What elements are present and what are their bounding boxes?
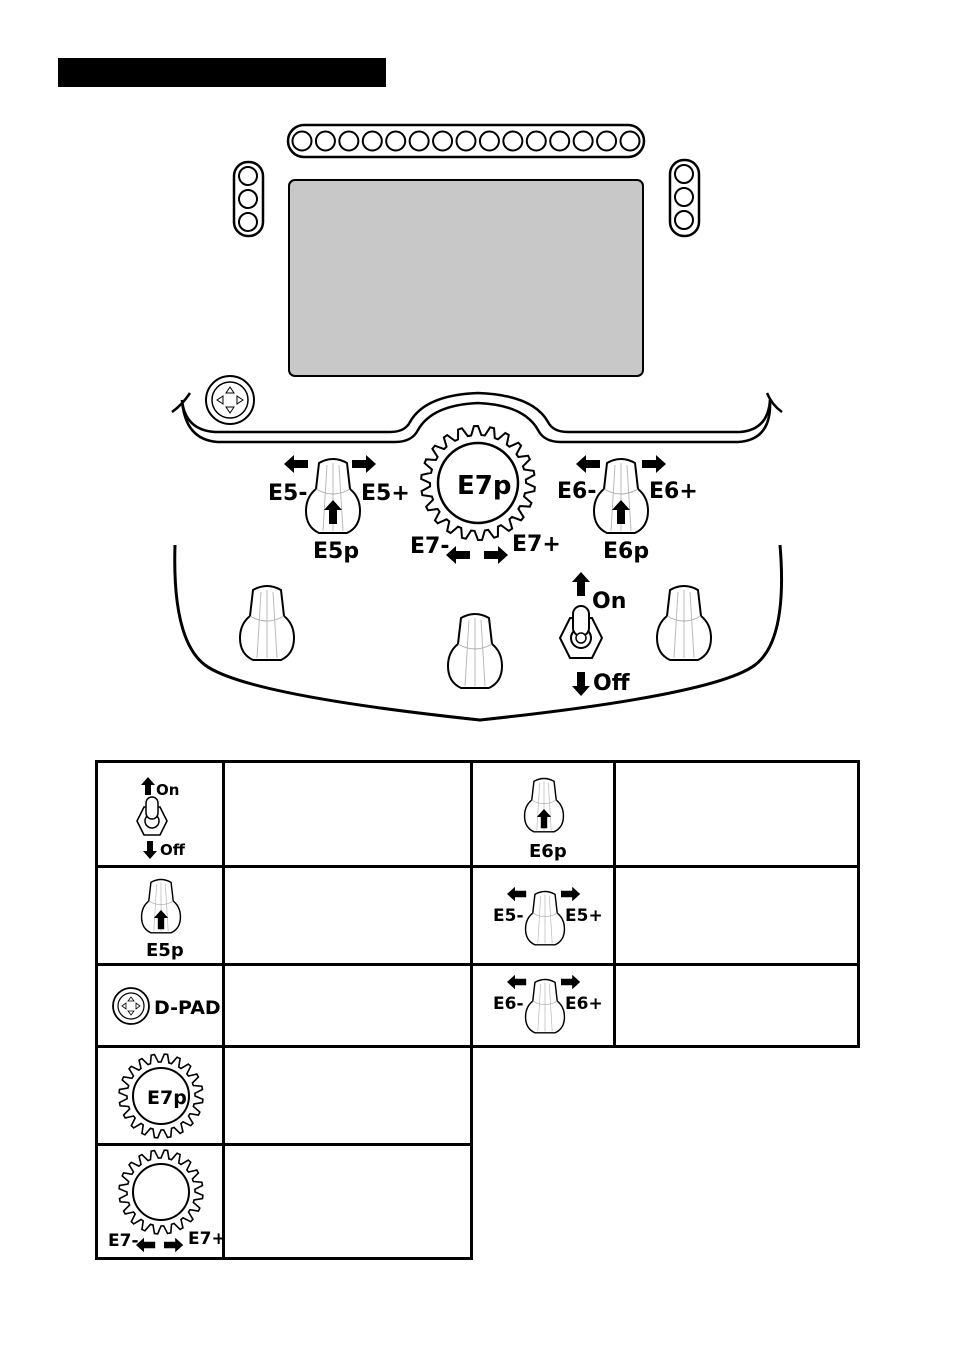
legend-e7p-label: E7p: [147, 1087, 187, 1109]
side-led: [674, 210, 694, 230]
top-led: [361, 130, 383, 152]
top-led: [478, 130, 500, 152]
top-led: [291, 130, 313, 152]
legend-desc-e6-lever: [613, 963, 860, 1048]
left-led-column: [238, 166, 258, 232]
legend-table: On Off E6p E5p: [95, 760, 860, 1260]
steering-wheel-diagram: E5- E5+ E5p E7p E7- E7+ E6- E6+ E6p On O…: [171, 123, 784, 722]
legend-icon-e5-lever: E5- E5+: [470, 865, 616, 966]
legend-e6p-label: E6p: [529, 841, 567, 862]
display-screen: [288, 179, 644, 377]
off-label: Off: [593, 671, 631, 696]
e7-rotary-encoder[interactable]: [420, 424, 536, 542]
legend-e6-minus-label: E6-: [493, 994, 524, 1014]
e5-plus-label: E5+: [361, 481, 410, 506]
legend-icon-e5p: E5p: [95, 865, 225, 966]
legend-desc-e5-lever: [613, 865, 860, 966]
legend-on-label: On: [156, 781, 179, 799]
legend-desc-dpad: [222, 963, 473, 1048]
side-led: [238, 166, 258, 186]
side-led: [238, 212, 258, 232]
legend-desc-e7p: [222, 1045, 473, 1146]
off-arrow-icon: [572, 672, 590, 696]
legend-desc-e7-rotary: [222, 1143, 473, 1260]
e7-plus-arrow-icon: [484, 546, 508, 564]
legend-off-label: Off: [160, 841, 186, 859]
top-led: [572, 130, 594, 152]
top-led: [596, 130, 618, 152]
top-led: [314, 130, 336, 152]
lower-right-knob[interactable]: [656, 585, 712, 661]
top-led: [455, 130, 477, 152]
legend-dpad-label: D-PAD: [154, 997, 221, 1019]
top-led: [619, 130, 641, 152]
lower-body-outline: [173, 544, 784, 722]
e7p-label: E7p: [457, 471, 511, 501]
legend-e7-minus-label: E7-: [108, 1231, 139, 1251]
on-label: On: [592, 589, 626, 614]
legend-icon-e7-rotary: E7- E7+: [95, 1143, 225, 1260]
top-led: [408, 130, 430, 152]
side-led: [674, 187, 694, 207]
e6-minus-arrow-icon: [576, 455, 600, 473]
legend-icon-e6-lever: E6- E6+: [470, 963, 616, 1048]
legend-e5-plus-label: E5+: [565, 906, 603, 926]
section-title-bar: [58, 58, 386, 87]
side-led: [238, 189, 258, 209]
legend-icon-e6p: E6p: [470, 760, 616, 868]
legend-desc-e5p: [222, 865, 473, 966]
dpad-icon[interactable]: [205, 375, 255, 425]
legend-e7-plus-label: E7+: [188, 1229, 225, 1249]
legend-icon-e7p: E7p: [95, 1045, 225, 1146]
top-led: [432, 130, 454, 152]
legend-icon-dpad: D-PAD: [95, 963, 225, 1048]
e6-minus-label: E6-: [557, 479, 596, 504]
e5-minus-label: E5-: [268, 481, 307, 506]
e5-plus-arrow-icon: [352, 455, 376, 473]
lower-left-knob[interactable]: [239, 585, 295, 661]
lower-center-knob[interactable]: [447, 613, 503, 689]
toggle-switch[interactable]: [558, 605, 604, 659]
e6-plus-label: E6+: [649, 479, 698, 504]
legend-e5p-label: E5p: [146, 940, 184, 961]
top-led: [385, 130, 407, 152]
e5p-label: E5p: [313, 539, 359, 564]
top-led: [549, 130, 571, 152]
legend-e6-plus-label: E6+: [565, 994, 603, 1014]
e7-minus-arrow-icon: [446, 546, 470, 564]
on-arrow-icon: [572, 572, 590, 596]
top-led: [338, 130, 360, 152]
right-led-column: [674, 164, 694, 230]
e7-plus-label: E7+: [512, 532, 561, 557]
e6-plus-arrow-icon: [642, 455, 666, 473]
e5-minus-arrow-icon: [284, 455, 308, 473]
legend-desc-e6p: [613, 760, 860, 868]
e7-minus-label: E7-: [410, 534, 449, 559]
top-led: [525, 130, 547, 152]
legend-e5-minus-label: E5-: [493, 906, 524, 926]
top-led: [502, 130, 524, 152]
e6p-label: E6p: [603, 539, 649, 564]
legend-desc-toggle: [222, 760, 473, 868]
legend-icon-toggle: On Off: [95, 760, 225, 868]
side-led: [674, 164, 694, 184]
top-led-row: [291, 130, 641, 152]
